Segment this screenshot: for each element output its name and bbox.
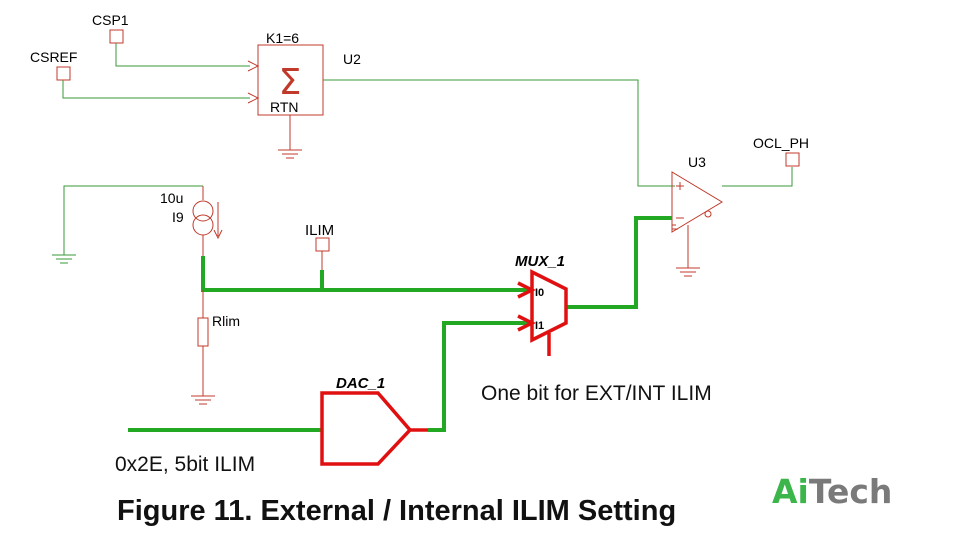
svg-text:AiTech: AiTech (772, 472, 892, 511)
comparator-ground-icon (676, 267, 700, 277)
rlim-label: Rlim (212, 313, 240, 329)
i9-label: I9 (172, 209, 184, 225)
csref-port: CSREF (30, 49, 77, 81)
summer-block: Σ K1=6 RTN (257, 30, 324, 159)
current-source-i9 (192, 186, 223, 256)
csref-wire (62, 80, 250, 99)
u3-label: U3 (688, 154, 706, 170)
dac-code-note: 0x2E, 5bit ILIM (115, 453, 255, 476)
u2-label: U2 (343, 51, 361, 67)
sigma-symbol: Σ (279, 62, 302, 103)
ocl-ph-port: OCL_PH (753, 135, 809, 167)
summer-gain-label: K1=6 (266, 30, 299, 46)
summer-ground-icon (278, 149, 302, 159)
figure-caption: Figure 11. External / Internal ILIM Sett… (117, 495, 676, 527)
csp1-port: CSP1 (92, 12, 129, 44)
mux-input-arrows (517, 281, 536, 332)
mux-in0-label: I0 (535, 287, 544, 299)
mux-to-comparator-bus (566, 216, 672, 309)
mux-select-note: One bit for EXT/INT ILIM (481, 382, 712, 405)
i9-top-wire (63, 185, 203, 255)
mux-in1-label: I1 (535, 320, 544, 332)
logo-part-tech: Tech (809, 472, 893, 511)
csp1-label: CSP1 (92, 12, 129, 28)
csp1-wire (115, 43, 250, 67)
logo-part-ai: Ai (772, 472, 809, 511)
resistor-rlim (191, 290, 215, 405)
comparator-output-wire (722, 167, 793, 187)
dac-to-mux-bus (428, 321, 530, 432)
summer-input-arrows (247, 60, 260, 104)
summer-rtn-label: RTN (270, 99, 299, 115)
ext-ilim-bus (201, 256, 530, 292)
u2-output-wire (323, 79, 675, 187)
mux-1: I0 I1 (517, 269, 568, 356)
rlim-ground-icon (191, 395, 215, 405)
dac-label: DAC_1 (336, 375, 385, 392)
ocl-ph-label: OCL_PH (753, 135, 809, 151)
left-ground-icon (52, 254, 76, 264)
mux-label: MUX_1 (515, 253, 565, 270)
ilim-label: ILIM (305, 222, 334, 239)
comparator-u3 (671, 171, 723, 277)
csref-label: CSREF (30, 49, 77, 65)
aitech-logo: AiTech (772, 472, 892, 511)
dac-1 (320, 391, 428, 466)
i9-value-label: 10u (160, 190, 183, 206)
ilim-port: ILIM (305, 222, 334, 270)
